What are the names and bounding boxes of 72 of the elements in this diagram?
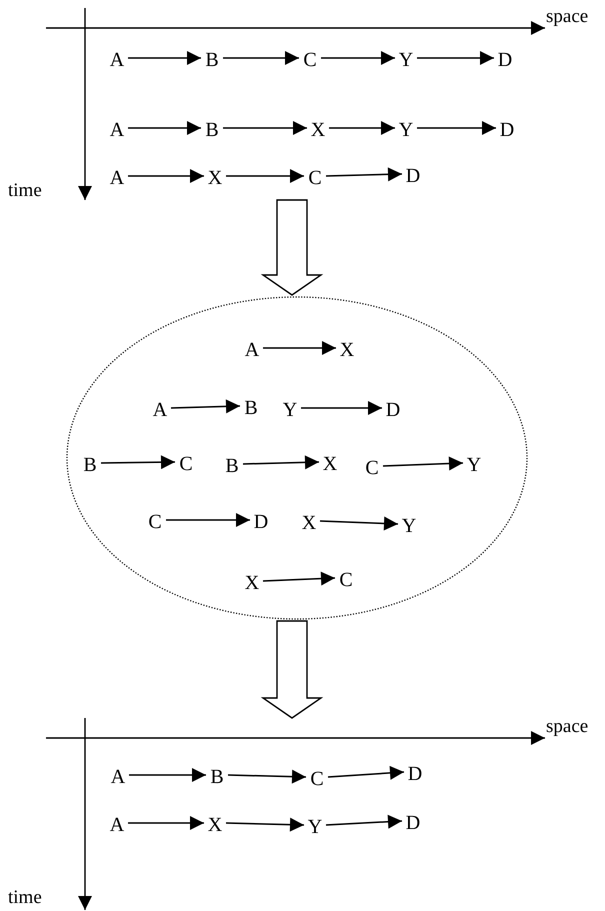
letter-label: B [203, 49, 221, 71]
arrow [326, 167, 402, 182]
letter-label: D [496, 49, 514, 71]
letter-label: A [108, 119, 126, 141]
letter-label: C [177, 453, 195, 475]
arrow [129, 768, 206, 782]
letter-label: D [498, 119, 516, 141]
letter-label: B [242, 397, 260, 419]
arrow [128, 816, 204, 830]
letter-label: X [243, 572, 261, 594]
letter-label: C [301, 49, 319, 71]
letter-label: A [108, 167, 126, 189]
letter-label: B [208, 766, 226, 788]
arrow [128, 169, 204, 183]
arrow [321, 51, 395, 65]
arrow [170, 399, 240, 414]
letter-label: A [108, 49, 126, 71]
arrow [262, 572, 336, 586]
arrow [166, 513, 250, 527]
letter-label: C [146, 511, 164, 533]
letter-label: C [337, 569, 355, 591]
letter-label: Y [281, 399, 299, 421]
arrow [242, 455, 320, 470]
block-arrow [260, 199, 324, 296]
letter-label: D [252, 511, 270, 533]
arrow [223, 51, 299, 65]
letter-label: A [243, 339, 261, 361]
letter-label: C [308, 768, 326, 790]
arrow [301, 401, 382, 415]
letter-label: D [404, 165, 422, 187]
arrow [263, 341, 336, 355]
block-arrow [260, 620, 324, 719]
arrow [417, 51, 494, 65]
arrow [328, 766, 404, 780]
letter-label: Y [400, 515, 418, 537]
arrow [329, 121, 395, 135]
letter-label: Y [397, 49, 415, 71]
axis-label: time [8, 887, 42, 909]
letter-label: D [404, 812, 422, 834]
arrow [228, 770, 306, 784]
letter-label: D [406, 763, 424, 785]
letter-label: X [206, 814, 224, 836]
letter-label: X [309, 119, 327, 141]
letter-label: X [321, 453, 339, 475]
letter-label: C [363, 457, 381, 479]
letter-label: D [384, 399, 402, 421]
arrow [128, 121, 201, 135]
letter-label: B [223, 455, 241, 477]
arrow [326, 814, 402, 829]
letter-label: X [300, 512, 318, 534]
axis-label: space [546, 716, 588, 738]
letter-label: Y [306, 816, 324, 838]
axis-label: time [8, 180, 42, 202]
axis-label: space [546, 6, 588, 28]
arrow [226, 169, 304, 183]
letter-label: X [206, 167, 224, 189]
letter-label: A [108, 814, 126, 836]
letter-label: B [81, 454, 99, 476]
arrow [223, 121, 307, 135]
arrow [100, 455, 176, 470]
letter-label: B [203, 119, 221, 141]
arrow [417, 121, 496, 135]
letter-label: Y [465, 454, 483, 476]
letter-label: A [151, 399, 169, 421]
letter-label: X [338, 339, 356, 361]
arrow [128, 51, 201, 65]
letter-label: A [109, 766, 127, 788]
letter-label: C [306, 167, 324, 189]
arrow [320, 516, 398, 530]
arrow [382, 456, 464, 471]
arrow [226, 818, 304, 832]
letter-label: Y [397, 119, 415, 141]
